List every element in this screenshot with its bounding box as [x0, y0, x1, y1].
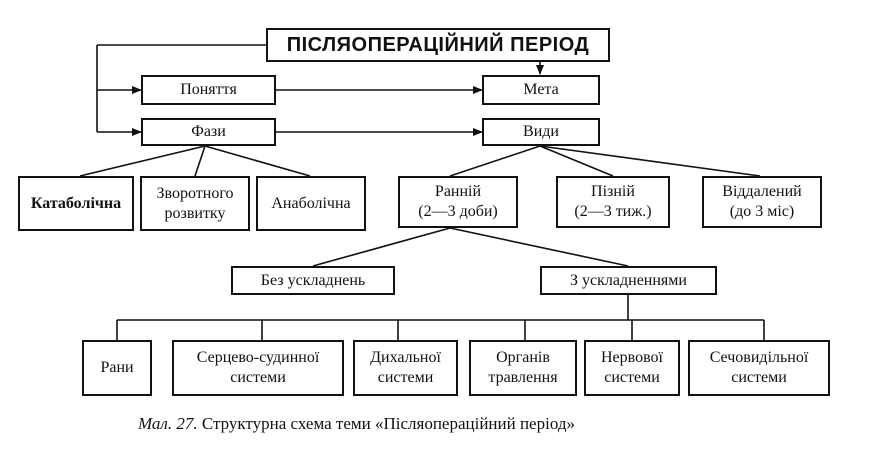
complication-line: системи [377, 369, 434, 386]
phases-label: Фази [191, 123, 226, 140]
phase-line: розвитку [164, 204, 226, 222]
course-box-without: Без ускладнень [231, 266, 395, 295]
line-phase-3 [204, 145, 311, 177]
phases-box: Фази [141, 118, 276, 146]
complication-box-nervous: Нервової системи [584, 340, 680, 396]
course-label: Без ускладнень [260, 271, 366, 289]
concept-label: Поняття [180, 81, 237, 98]
complication-box-cardio: Серцево-судинної системи [172, 340, 344, 396]
course-label: З ускладненнями [570, 271, 687, 289]
complication-box-digestive: Органів травлення [469, 340, 577, 396]
line-course-without [312, 227, 451, 267]
complication-line: системи [731, 369, 787, 386]
line-type-1 [449, 145, 541, 177]
line-phase-2 [194, 145, 206, 177]
caption-label: Мал. 27. [138, 414, 198, 433]
line-phase-1 [79, 145, 206, 177]
complication-box-respiratory: Дихальної системи [353, 340, 458, 396]
title-text: ПІСЛЯОПЕРАЦІЙНИЙ ПЕРІОД [286, 34, 590, 56]
phase-box-reverse: Зворотного розвитку [140, 176, 250, 231]
complication-line: Сечовидільної [709, 349, 809, 366]
types-label: Види [523, 123, 559, 140]
complication-line: системи [230, 369, 286, 386]
type-line: Ранній [434, 183, 482, 200]
type-line: (до 3 міс) [729, 203, 795, 220]
complication-line: Серцево-судинної [196, 349, 320, 366]
figure-caption: Мал. 27. Структурна схема теми «Післяопе… [138, 414, 575, 434]
type-line: Віддалений [722, 183, 802, 200]
complication-box-wound: Рани [82, 340, 152, 396]
phase-line: Анаболічна [271, 194, 351, 212]
complication-line: Органів [496, 349, 550, 366]
course-box-with: З ускладненнями [540, 266, 717, 295]
phase-box-anabolic: Анаболічна [256, 176, 366, 231]
type-line: Пізній [591, 183, 635, 200]
type-box-late: Пізній (2—3 тиж.) [556, 176, 670, 228]
type-line: (2—3 тиж.) [574, 203, 652, 220]
complication-line: Нервової [601, 349, 663, 366]
concept-box: Поняття [141, 75, 276, 105]
line-course-with [449, 227, 629, 267]
type-box-remote: Віддалений (до 3 міс) [702, 176, 822, 228]
caption-text: Структурна схема теми «Післяопераційний … [201, 414, 575, 433]
phase-box-catabolic: Катаболічна [18, 176, 134, 231]
type-line: (2—3 доби) [418, 203, 498, 220]
complication-line: Дихальної [370, 349, 441, 366]
complication-line: Рани [100, 359, 134, 376]
line-type-2 [539, 145, 614, 177]
phase-line: Катаболічна [30, 194, 122, 212]
goal-label: Мета [523, 81, 559, 98]
types-box: Види [482, 118, 600, 146]
complication-line: травлення [488, 369, 558, 386]
complication-line: системи [604, 369, 660, 386]
goal-box: Мета [482, 75, 600, 105]
type-box-early: Ранній (2—3 доби) [398, 176, 518, 228]
title-box: ПІСЛЯОПЕРАЦІЙНИЙ ПЕРІОД [266, 28, 610, 62]
phase-line: Зворотного [156, 184, 234, 202]
complication-box-urinary: Сечовидільної системи [688, 340, 830, 396]
line-type-3 [539, 145, 761, 177]
